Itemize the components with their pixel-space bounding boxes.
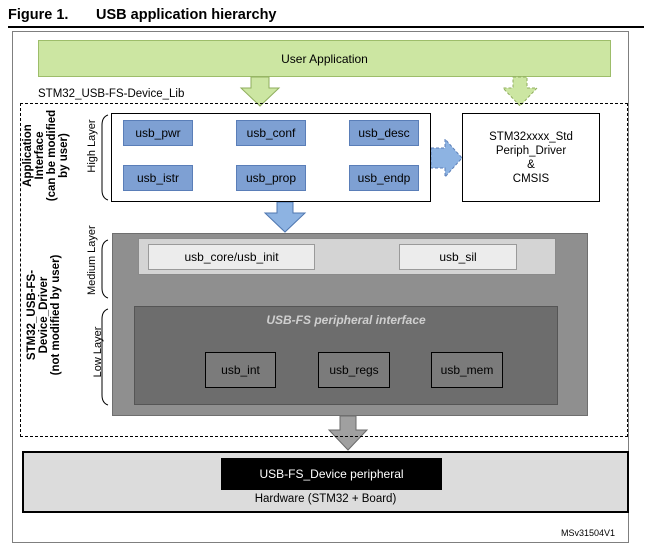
module-usb-desc: usb_desc bbox=[349, 120, 419, 146]
module-usb-endp: usb_endp bbox=[349, 165, 419, 191]
device-driver-side-label: STM32_USB-FS- Device_Driver (not modifie… bbox=[26, 235, 62, 395]
std-driver-line3: & bbox=[527, 158, 535, 171]
low-layer-bracket bbox=[101, 308, 109, 406]
module-usb-sil: usb_sil bbox=[399, 244, 517, 270]
medium-layer-bracket bbox=[101, 239, 109, 299]
app-interface-label-line3: (can be modified bbox=[46, 109, 58, 202]
peripheral-interface-label: USB-FS peripheral interface bbox=[266, 313, 426, 327]
high-layer-label: High Layer bbox=[86, 119, 98, 173]
module-usb-pwr: usb_pwr bbox=[123, 120, 193, 146]
figure-title: Figure 1. USB application hierarchy bbox=[8, 7, 277, 23]
figure-number: Figure 1. bbox=[8, 7, 69, 23]
lib-label: STM32_USB-FS-Device_Lib bbox=[38, 88, 185, 100]
title-rule bbox=[8, 26, 644, 28]
device-driver-label-line1: STM32_USB-FS- bbox=[26, 269, 38, 361]
module-usb-conf: usb_conf bbox=[236, 120, 306, 146]
hardware-label: Hardware (STM32 + Board) bbox=[254, 493, 397, 505]
figure-ref-code: MSv31504V1 bbox=[561, 528, 616, 538]
user-application-box: User Application bbox=[38, 40, 611, 77]
lib-boundary bbox=[20, 103, 628, 437]
module-usb-istr: usb_istr bbox=[123, 165, 193, 191]
device-driver-label-line2: Device_Driver bbox=[38, 276, 50, 354]
usb-fs-device-peripheral-label: USB-FS_Device peripheral bbox=[259, 467, 404, 481]
module-usb-mem: usb_mem bbox=[431, 352, 503, 388]
figure-caption: USB application hierarchy bbox=[96, 7, 277, 23]
module-usb-prop: usb_prop bbox=[236, 165, 306, 191]
std-driver-line4: CMSIS bbox=[512, 172, 550, 185]
device-driver-label-line3: (not modified by user) bbox=[50, 254, 62, 376]
std-driver-line1: STM32xxxx_Std bbox=[489, 130, 573, 143]
module-usb-core-init: usb_core/usb_init bbox=[148, 244, 315, 270]
figure-frame bbox=[12, 31, 629, 543]
usb-fs-device-peripheral: USB-FS_Device peripheral bbox=[221, 458, 442, 490]
user-application-label: User Application bbox=[281, 51, 368, 66]
medium-layer-label: Medium Layer bbox=[86, 225, 98, 295]
high-layer-bracket bbox=[101, 114, 109, 201]
module-usb-regs: usb_regs bbox=[318, 352, 390, 388]
app-interface-label-line1: Application bbox=[22, 124, 34, 187]
app-interface-side-label: Application Interface (can be modified b… bbox=[22, 103, 70, 208]
std-driver-line2: Periph_Driver bbox=[495, 144, 567, 157]
app-interface-label-line2: Interface bbox=[34, 131, 46, 180]
app-interface-label-line4: by user) bbox=[58, 133, 70, 178]
std-periph-driver-box: STM32xxxx_Std Periph_Driver & CMSIS bbox=[462, 113, 600, 202]
module-usb-int: usb_int bbox=[205, 352, 276, 388]
